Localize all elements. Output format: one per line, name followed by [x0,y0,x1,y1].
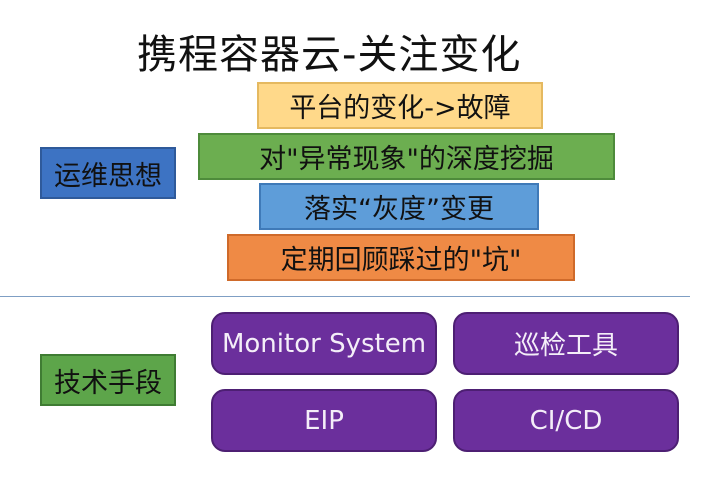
ops-thinking-label: 运维思想 [40,147,176,199]
tech-item-monitor-system: Monitor System [211,312,437,375]
section-divider [0,296,690,297]
diagram-title: 携程容器云-关注变化 [137,32,522,78]
tech-item-cicd: CI/CD [453,389,679,452]
tech-means-label: 技术手段 [40,354,176,406]
ops-item-platform-change: 平台的变化->故障 [257,82,543,129]
ops-item-periodic-review: 定期回顾踩过的"坑" [227,234,575,281]
ops-item-anomaly-analysis: 对"异常现象"的深度挖掘 [198,133,615,180]
tech-item-inspection-tool: 巡检工具 [453,312,679,375]
ops-item-gray-release: 落实“灰度”变更 [259,183,539,230]
tech-item-eip: EIP [211,389,437,452]
